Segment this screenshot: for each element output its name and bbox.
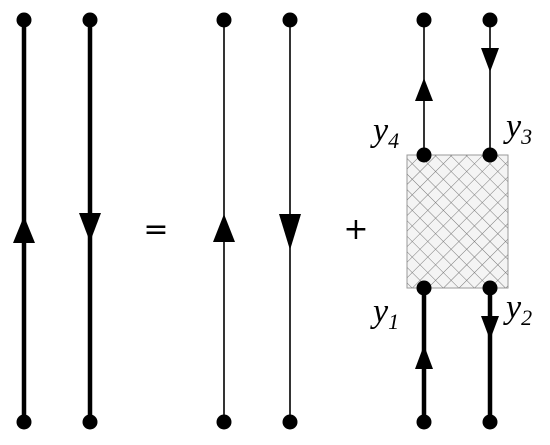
- vertex-dot: [216, 12, 232, 28]
- full-propagator-pair: [13, 12, 101, 430]
- vertex-dot-y3: [482, 147, 498, 163]
- vertex-correction-diagram: y4 y3 y1 y2: [370, 12, 532, 430]
- vertex-dot: [16, 414, 32, 430]
- vertex-dot: [416, 12, 432, 28]
- vertex-dot: [216, 414, 232, 430]
- plus-sign: +: [343, 212, 368, 247]
- label-y2: y2: [503, 289, 532, 330]
- label-y1: y1: [370, 293, 399, 334]
- vertex-dot: [82, 12, 98, 28]
- vertex-dot: [282, 414, 298, 430]
- vertex-dot-y4: [416, 147, 432, 163]
- vertex-dot: [282, 12, 298, 28]
- vertex-dot: [416, 414, 432, 430]
- vertex-dot: [482, 414, 498, 430]
- label-y4: y4: [370, 112, 399, 153]
- up-arrow-icon: [415, 78, 433, 101]
- label-y3: y3: [503, 108, 532, 149]
- vertex-dot-y2: [482, 280, 498, 296]
- up-arrow-icon: [13, 216, 35, 243]
- vertex-dot-y1: [416, 280, 432, 296]
- down-arrow-icon: [481, 316, 499, 340]
- up-arrow-icon: [415, 345, 433, 369]
- up-arrow-icon: [213, 214, 235, 242]
- down-arrow-icon: [79, 213, 101, 242]
- down-arrow-icon: [481, 48, 499, 72]
- vertex-dot: [82, 414, 98, 430]
- vertex-dot: [16, 12, 32, 28]
- vertex-dot: [482, 12, 498, 28]
- hatch-pattern-fill: [407, 155, 508, 288]
- down-arrow-icon: [279, 214, 301, 250]
- free-propagator-pair: [213, 12, 301, 430]
- equals-sign: =: [143, 212, 168, 247]
